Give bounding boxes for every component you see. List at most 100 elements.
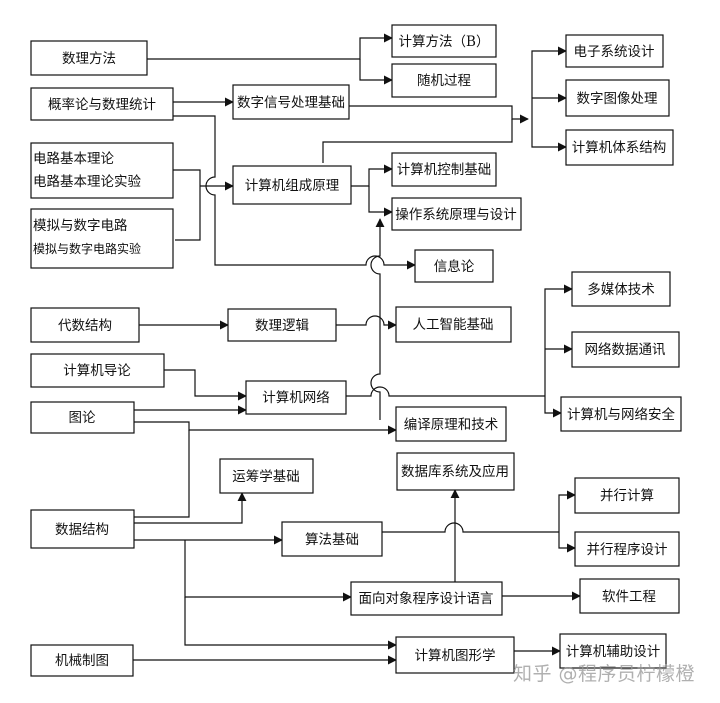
node-mianxiang-duixiang: 面向对象程序设计语言 — [359, 591, 494, 607]
node-box-shuju-jiegou — [30, 509, 135, 549]
node-box-shuzi-tuxiang — [565, 79, 670, 117]
node-jsj-tuxingxue: 计算机图形学 — [415, 648, 496, 664]
node-jsj-daolun: 计算机导论 — [63, 363, 131, 379]
node-box-shuli-fangfa — [30, 40, 148, 76]
node-box-bingxing-chengxu — [574, 531, 680, 567]
edge-zucheng-to-caozuo — [368, 186, 393, 217]
node-box-bingxing-jisuan — [574, 477, 680, 514]
edge-right-branch — [531, 46, 567, 98]
node-box-yunchou — [219, 458, 314, 494]
node-zucheng-yuanli: 计算机组成原理 — [245, 178, 340, 194]
edge-tulun-to-bianyi — [134, 421, 397, 435]
node-bingxing-chengxu: 并行程序设计 — [587, 542, 668, 558]
node-box-shujuku — [396, 452, 515, 491]
node-yunchou: 运筹学基础 — [232, 468, 300, 485]
node-fuzhu-sheji: 计算机辅助设计 — [566, 644, 661, 660]
edge-wangluo-to-right — [346, 386, 545, 397]
edges — [133, 33, 581, 665]
edge-right-branch-3 — [531, 98, 567, 152]
node-box-daishu — [30, 307, 140, 343]
edge-tulun-down — [134, 430, 190, 518]
node-tixi-jiegou: 计算机体系结构 — [572, 140, 667, 156]
node-rengong-zhineng: 人工智能基础 — [413, 316, 494, 333]
node-bianyi: 编译原理和技术 — [404, 417, 499, 433]
edge-zucheng-to-kongzhi — [351, 164, 393, 187]
node-box-suiji — [391, 63, 497, 98]
edge-par-branch-2 — [558, 532, 576, 553]
node-box-tulun — [30, 401, 135, 434]
node-gailv: 概率论与数理统计 — [48, 96, 156, 113]
node-box-ruanjian — [579, 578, 680, 614]
node-xinxilun: 信息论 — [434, 258, 475, 275]
node-box-shuzi-xinhao — [232, 84, 350, 120]
node-box-wangluo-tongxun — [571, 331, 680, 368]
node-dianlu-2: 电路基本理论实验 — [33, 173, 141, 190]
node-box-caozuo — [391, 197, 522, 231]
edge-shuli-to-jisuanfangfa — [147, 33, 393, 60]
node-box-suanfa — [281, 521, 383, 557]
node-ruanjian-gongcheng: 软件工程 — [602, 589, 656, 605]
edge-shuzixinhao-to-right — [349, 105, 529, 124]
nodes: 数理方法 概率论与数理统计 电路基本理论 电路基本理论实验 模拟与数字电路 模拟… — [30, 24, 682, 677]
node-shujuku: 数据库系统及应用 — [401, 463, 509, 480]
node-box-fuzhu — [559, 633, 667, 669]
node-box-tixi — [565, 129, 674, 166]
node-jsj-wangluo: 计算机网络 — [262, 390, 330, 406]
node-box-jixie — [30, 644, 134, 677]
node-daishu: 代数结构 — [58, 318, 112, 334]
node-moni-2: 模拟与数字电路实验 — [33, 241, 141, 256]
node-moni-1: 模拟与数字电路 — [33, 218, 128, 234]
node-box-moni — [30, 208, 174, 269]
edge-daolun-to-wangluo — [164, 369, 247, 401]
edge-par-branch-1 — [558, 490, 576, 532]
node-shuzi-xinhao: 数字信号处理基础 — [237, 94, 345, 111]
node-box-jisuan-fangfa — [391, 24, 497, 58]
node-dianzi-xitong: 电子系统设计 — [574, 44, 655, 60]
edge-shuju-to-tuxingxue — [184, 597, 397, 650]
node-box-jsj-wangluo — [245, 380, 347, 415]
node-shuzi-tuxiang: 数字图像处理 — [577, 91, 658, 107]
node-box-dianlu — [30, 142, 174, 199]
edge-dianlu-to-zucheng — [173, 169, 201, 241]
node-box-zucheng — [232, 165, 352, 205]
node-box-shuli-luoji — [227, 308, 337, 342]
node-jixie-zhitu: 机械制图 — [55, 653, 109, 669]
node-box-gailv — [30, 87, 174, 121]
node-box-kongzhi — [391, 152, 497, 187]
node-suiji-guocheng: 随机过程 — [417, 73, 471, 89]
edge-vertical-to-caozuo — [370, 218, 385, 420]
edge-net-branch-3 — [544, 396, 562, 418]
edge-zucheng-to-right — [322, 119, 513, 163]
node-box-duomeiti — [571, 271, 671, 307]
node-wangluo-tongxun: 网络数据通讯 — [585, 342, 666, 358]
node-suanfa: 算法基础 — [305, 531, 359, 548]
node-shuli-fangfa: 数理方法 — [62, 51, 116, 67]
edge-net-branch-1 — [544, 284, 573, 396]
edge-shuliluoji-to-rengong — [336, 315, 397, 330]
node-box-xinxilun — [414, 249, 494, 283]
node-kongzhi: 计算机控制基础 — [397, 161, 492, 178]
edge-suanfa-to-parallel — [382, 522, 559, 533]
node-box-rengong — [395, 306, 512, 343]
node-shuju-jiegou: 数据结构 — [55, 522, 109, 538]
node-dianlu-1: 电路基本理论 — [33, 150, 114, 167]
node-duomeiti: 多媒体技术 — [587, 281, 655, 298]
edge-shuju-to-yunchou — [134, 492, 247, 524]
node-box-wangluo-anquan — [560, 396, 682, 432]
node-box-dianzi — [565, 34, 664, 68]
zhihu-watermark: 知乎 @程序员柠檬橙 — [513, 663, 696, 685]
edge-gailv-to-xinxilun — [173, 115, 416, 270]
node-tulun: 图论 — [69, 410, 96, 426]
node-jisuan-fangfa: 计算方法（B） — [399, 34, 490, 50]
node-caozuo-xitong: 操作系统原理与设计 — [395, 207, 517, 223]
node-box-bianyi — [395, 406, 507, 442]
node-shuli-luoji: 数理逻辑 — [255, 318, 309, 334]
node-box-tuxingxue — [395, 636, 515, 674]
node-box-jsj-daolun — [30, 353, 165, 388]
node-bingxing-jisuan: 并行计算 — [600, 488, 654, 504]
node-wangluo-anquan: 计算机与网络安全 — [567, 406, 675, 423]
edge-shuli-to-suiji — [359, 59, 393, 85]
node-box-mianxiang — [350, 581, 503, 616]
